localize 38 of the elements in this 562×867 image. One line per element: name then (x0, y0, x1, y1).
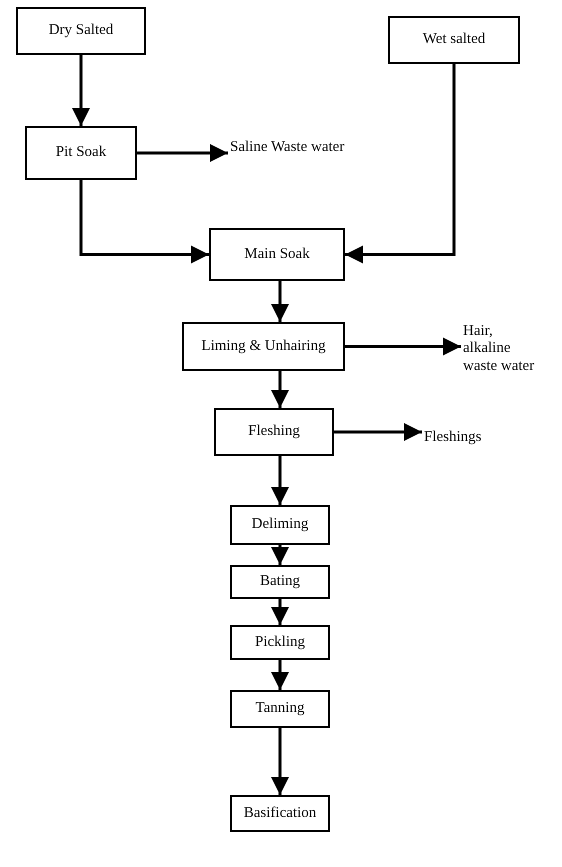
arrow (271, 599, 289, 625)
box-label: Basification (244, 804, 316, 822)
box-label: Wet salted (422, 31, 486, 49)
process-box (182, 322, 345, 371)
process-box (230, 795, 330, 832)
process-box (388, 16, 520, 64)
arrow (271, 371, 289, 408)
arrow (137, 144, 228, 162)
process-box (230, 565, 330, 599)
box-label: Dry Salted (48, 22, 114, 40)
arrow (72, 55, 90, 126)
arrow (271, 281, 289, 322)
output-label: Hair, alkaline waste water (463, 323, 535, 375)
box-label: Bating (260, 573, 300, 591)
box-label: Deliming (252, 516, 308, 534)
arrow (271, 660, 289, 690)
arrow (334, 423, 422, 441)
arrow (271, 456, 289, 505)
box-label: Tanning (256, 700, 304, 718)
arrow (345, 338, 461, 356)
process-box (209, 228, 345, 281)
arrow (271, 728, 289, 795)
box-label: Pit Soak (56, 144, 106, 162)
box-label: Fleshing (248, 423, 300, 441)
box-label: Main Soak (244, 246, 310, 264)
process-box (214, 408, 334, 456)
process-box (230, 690, 330, 728)
arrow (80, 180, 209, 264)
box-label: Liming & Unhairing (201, 338, 326, 356)
arrow (345, 64, 456, 264)
output-label: Saline Waste water (230, 139, 344, 157)
process-box (230, 625, 330, 660)
box-label: Pickling (254, 634, 305, 652)
process-box (25, 126, 137, 180)
arrow (271, 545, 289, 565)
process-box (16, 7, 146, 55)
output-label: Fleshings (424, 429, 482, 447)
process-box (230, 505, 330, 545)
